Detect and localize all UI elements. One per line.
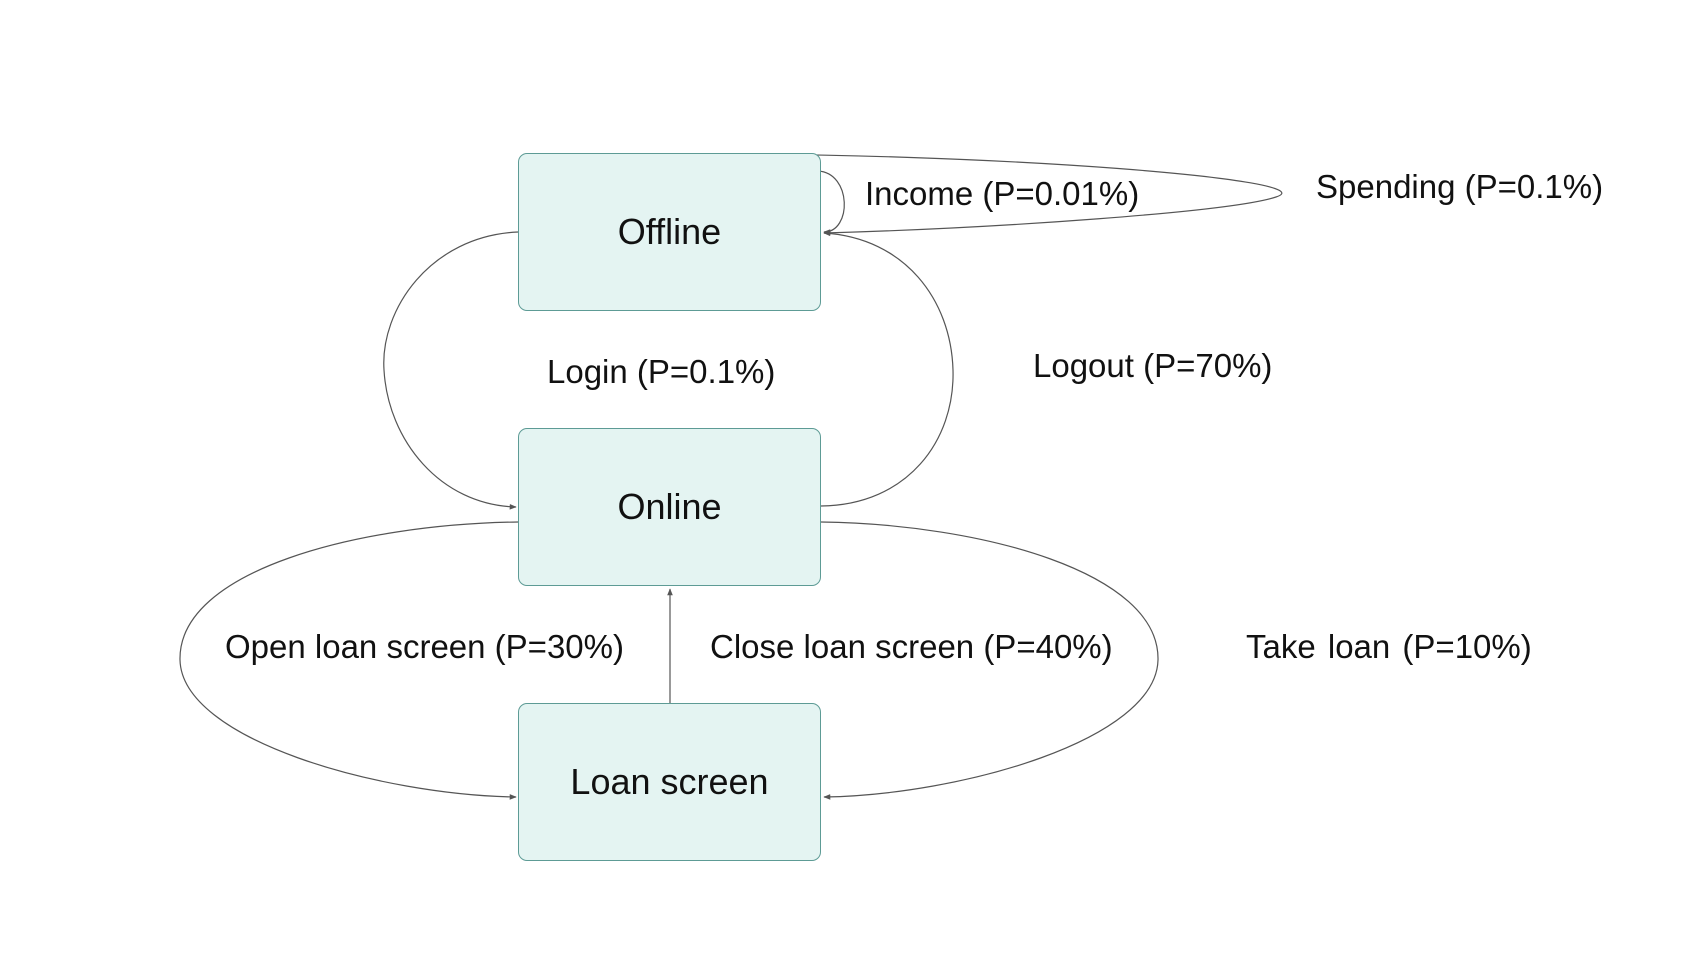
edge-take-loan	[820, 521, 1159, 800]
edge-income	[817, 170, 845, 235]
edge-label-login: Login (P=0.1%)	[547, 353, 776, 390]
edge-label-income: Income (P=0.01%)	[865, 175, 1140, 212]
edge-label-take-loan: Take loan (P=10%)	[1246, 628, 1532, 665]
state-loan-screen-label: Loan screen	[570, 761, 769, 802]
edge-label-logout: Logout (P=70%)	[1033, 347, 1273, 384]
edge-spending	[667, 153, 1283, 236]
edge-label-spending: Spending (P=0.1%)	[1316, 168, 1604, 205]
edge-label-open-loan-screen: Open loan screen (P=30%)	[225, 628, 624, 665]
state-offline-label: Offline	[617, 211, 722, 252]
state-online: Online	[518, 428, 821, 586]
edge-open-loan-screen	[179, 521, 519, 800]
edge-login	[383, 231, 519, 510]
state-offline: Offline	[518, 153, 821, 311]
edge-label-close-loan-screen: Close loan screen (P=40%)	[710, 628, 1113, 665]
state-loan-screen: Loan screen	[518, 703, 821, 861]
edge-logout	[820, 230, 954, 507]
state-online-label: Online	[617, 486, 722, 527]
